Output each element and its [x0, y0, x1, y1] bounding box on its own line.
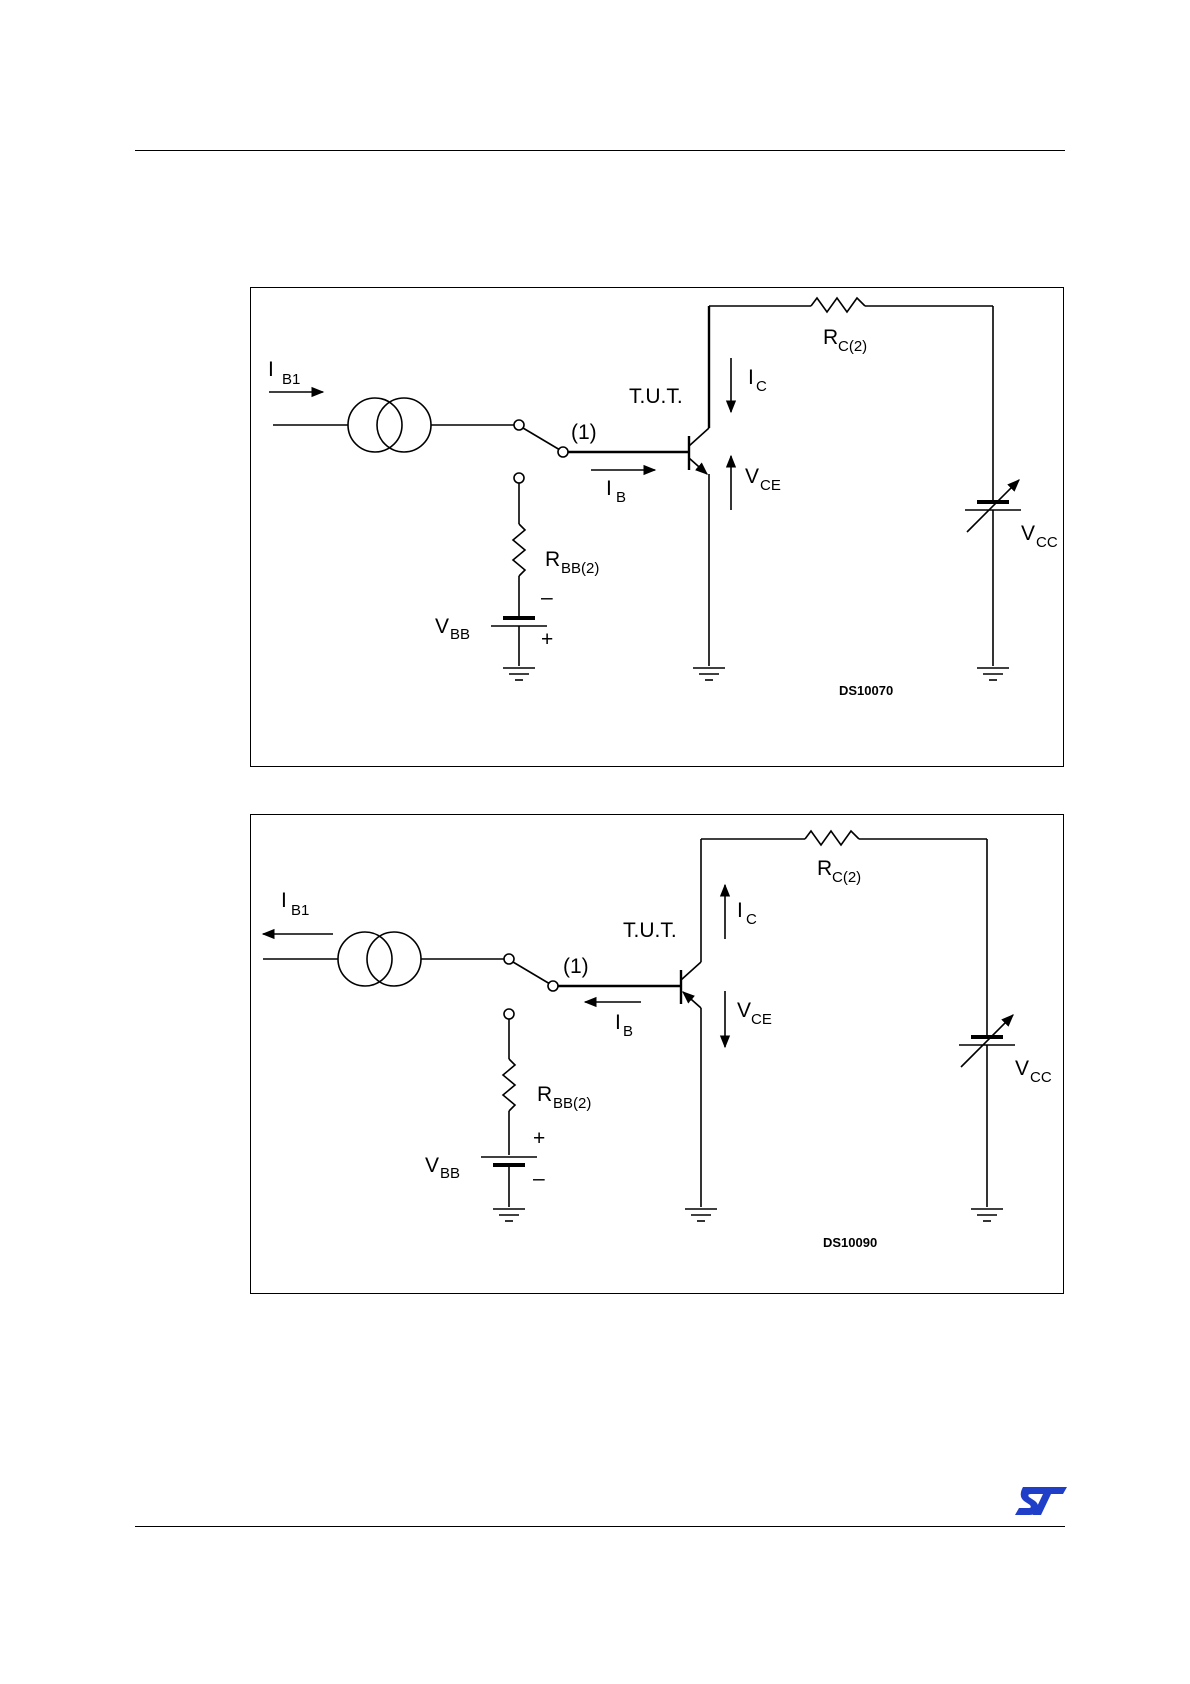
tut-emitter-leg — [683, 992, 701, 1008]
rbb-label-main: R — [537, 1083, 552, 1106]
ic-label-sub: C — [746, 911, 757, 928]
rbb-label-sub: BB(2) — [561, 560, 599, 577]
ib1-label-sub: B1 — [282, 371, 300, 388]
circuit-diagram-b: I B1 (1) I B R BB(2) V BB + – T.U.T. I C… — [250, 814, 1064, 1294]
circuit-diagram-a: I B1 (1) I B R BB(2) V BB – + T.U.T. I C… — [250, 287, 1064, 767]
vce-label-main: V — [737, 999, 751, 1022]
switch-blade — [513, 962, 550, 984]
vbb-label-sub: BB — [450, 626, 470, 643]
ic-label-main: I — [737, 899, 743, 922]
vce-label-main: V — [745, 465, 759, 488]
vbb-label-main: V — [435, 615, 449, 638]
rbb-label-main: R — [545, 548, 560, 571]
ib-label-sub: B — [616, 489, 626, 506]
vce-label-sub: CE — [760, 477, 781, 494]
vbb-polarity-top: + — [533, 1127, 545, 1150]
switch-contact-1 — [514, 420, 524, 430]
switch-contact-1 — [504, 954, 514, 964]
vbb-polarity-top: – — [541, 586, 553, 609]
rc-resistor — [811, 298, 865, 312]
current-source-ring-1 — [348, 398, 402, 452]
switch-contact-2 — [514, 473, 524, 483]
vbb-label-sub: BB — [440, 1165, 460, 1182]
vcc-label-sub: CC — [1030, 1069, 1052, 1086]
switch-position-label: (1) — [563, 955, 589, 978]
rbb-resistor — [503, 1059, 515, 1111]
current-source-ring-2 — [377, 398, 431, 452]
ib1-label-sub: B1 — [291, 902, 309, 919]
st-logo — [1013, 1483, 1069, 1519]
ic-label-sub: C — [756, 378, 767, 395]
rc-label-main: R — [823, 326, 838, 349]
schematic-b: I B1 (1) I B R BB(2) V BB + – T.U.T. I C… — [251, 815, 1065, 1295]
tut-label: T.U.T. — [623, 919, 677, 942]
switch-blade — [523, 428, 560, 450]
vbb-polarity-bottom: + — [541, 628, 553, 651]
tut-collector-leg — [681, 962, 701, 980]
tut-emitter-leg — [689, 458, 707, 474]
ib-label-sub: B — [623, 1023, 633, 1040]
ib1-label-main: I — [281, 889, 287, 912]
diagram-code: DS10070 — [839, 683, 893, 698]
switch-common — [548, 981, 558, 991]
current-source-ring-1 — [338, 932, 392, 986]
rc-label-sub: C(2) — [832, 869, 861, 886]
vcc-label-main: V — [1021, 522, 1035, 545]
ib-label-main: I — [606, 477, 612, 500]
rbb-resistor — [513, 524, 525, 576]
vbb-polarity-bottom: – — [533, 1167, 545, 1190]
header-rule — [135, 150, 1065, 151]
switch-position-label: (1) — [571, 421, 597, 444]
vcc-label-sub: CC — [1036, 534, 1058, 551]
rbb-label-sub: BB(2) — [553, 1095, 591, 1112]
current-source-ring-2 — [367, 932, 421, 986]
rc-label-main: R — [817, 857, 832, 880]
st-logo-mark — [1013, 1483, 1069, 1519]
tut-label: T.U.T. — [629, 385, 683, 408]
vce-label-sub: CE — [751, 1011, 772, 1028]
ib-label-main: I — [615, 1011, 621, 1034]
schematic-a: I B1 (1) I B R BB(2) V BB – + T.U.T. I C… — [251, 288, 1065, 768]
vcc-label-main: V — [1015, 1057, 1029, 1080]
ic-label-main: I — [748, 366, 754, 389]
ib1-label-main: I — [268, 358, 274, 381]
vbb-label-main: V — [425, 1154, 439, 1177]
diagram-code: DS10090 — [823, 1235, 877, 1250]
switch-common — [558, 447, 568, 457]
footer-rule — [135, 1526, 1065, 1527]
rc-resistor — [805, 831, 859, 845]
tut-collector-leg — [689, 428, 709, 446]
rc-label-sub: C(2) — [838, 338, 867, 355]
switch-contact-2 — [504, 1009, 514, 1019]
